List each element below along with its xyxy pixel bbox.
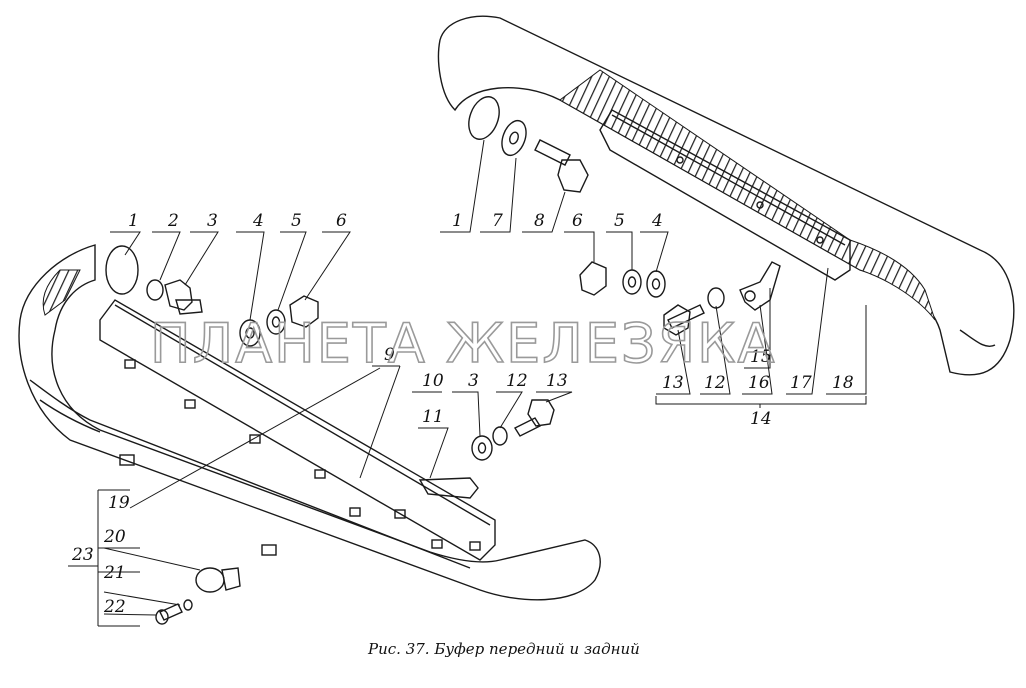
callout-leaders xyxy=(68,139,867,627)
callout-rear-8: 8 xyxy=(534,211,545,231)
callout-rear-4: 4 xyxy=(651,211,663,231)
callout-front-11: 11 xyxy=(422,407,444,427)
callout-rear-17: 17 xyxy=(790,373,812,393)
callout-rear-14: 14 xyxy=(750,409,772,429)
figure-caption: Рис. 37. Буфер передний и задний xyxy=(367,640,640,658)
callout-rear-15: 15 xyxy=(750,347,772,367)
callout-rear-13: 13 xyxy=(662,373,684,393)
callout-front-23: 23 xyxy=(71,545,94,565)
front-bumper xyxy=(18,244,601,601)
front-fasteners xyxy=(105,245,555,625)
callout-front-5: 5 xyxy=(291,211,302,231)
callout-rear-6: 6 xyxy=(572,211,583,231)
callout-rear-12: 12 xyxy=(704,373,726,393)
callout-front-12: 12 xyxy=(506,371,528,391)
callout-front-6: 6 xyxy=(336,211,347,231)
callout-rear-18: 18 xyxy=(832,373,854,393)
callout-front-9: 9 xyxy=(384,345,395,365)
callout-front-4: 4 xyxy=(252,211,264,231)
callout-rear-5: 5 xyxy=(614,211,625,231)
rear-fasteners xyxy=(468,96,781,336)
front-bracket xyxy=(99,299,496,561)
callout-front-13: 13 xyxy=(546,371,568,391)
callout-rear-1: 1 xyxy=(452,211,463,231)
callout-front-1: 1 xyxy=(128,211,139,231)
callout-front-3b: 3 xyxy=(468,371,479,391)
callout-rear-7: 7 xyxy=(492,211,503,231)
rear-bracket xyxy=(599,109,851,281)
callout-front-19: 19 xyxy=(108,493,130,513)
callout-front-20: 20 xyxy=(103,527,126,547)
callout-front-21: 21 xyxy=(103,563,126,583)
callout-front-10: 10 xyxy=(422,371,444,391)
callout-front-2: 2 xyxy=(167,211,179,231)
watermark: ПЛАНЕТА ЖЕЛЕЗЯКА xyxy=(150,312,776,375)
callout-rear-16: 16 xyxy=(748,373,770,393)
callout-front-22: 22 xyxy=(103,597,126,617)
callout-labels: 1 2 3 4 5 6 1 7 8 6 5 4 9 10 3 12 13 11 … xyxy=(71,211,854,617)
callout-front-3: 3 xyxy=(207,211,218,231)
